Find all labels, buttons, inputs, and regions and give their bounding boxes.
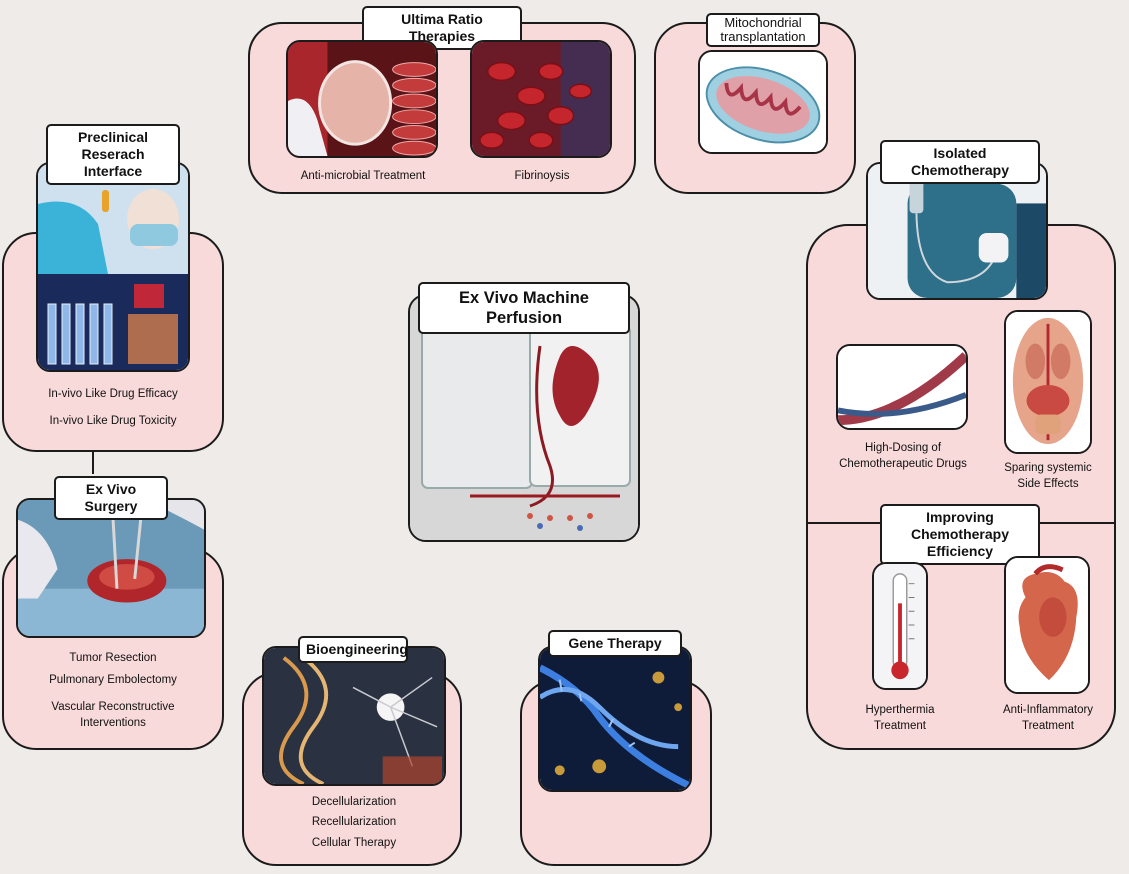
- connector-line: [92, 452, 94, 474]
- pulmonary-embolectomy-label: Pulmonary Embolectomy: [49, 674, 177, 686]
- bioengineering-image: [262, 646, 446, 786]
- dna-helix-image: [538, 646, 692, 792]
- drug-efficacy-label: In-vivo Like Drug Efficacy: [48, 388, 178, 400]
- blood-cells-image: [470, 40, 612, 158]
- fibrinoysis-label: Fibrinoysis: [514, 170, 570, 182]
- vascular-interventions-label: Vascular Reconstructive Interventions: [51, 701, 175, 729]
- tumor-resection-label: Tumor Resection: [69, 652, 157, 664]
- isolated-chemo-title: Isolated Chemotherapy: [880, 140, 1040, 184]
- ex-vivo-surgery-title: Ex Vivo Surgery: [54, 476, 168, 520]
- cellular-therapy-label: Cellular Therapy: [311, 837, 397, 849]
- mitochondrial-title: Mitochondrial transplantation: [706, 13, 820, 47]
- gene-therapy-title: Gene Therapy: [548, 630, 682, 657]
- anti-microbial-label: Anti-microbial Treatment: [300, 170, 426, 182]
- surgery-image: [16, 498, 206, 638]
- improving-chemo-title: Improving Chemotherapy Efficiency: [880, 504, 1040, 565]
- chemo-nurse-image: [866, 162, 1048, 300]
- recellularization-label: Recellularization: [311, 816, 397, 828]
- sparing-side-effects-label: Sparing systemic Side Effects: [1004, 462, 1092, 490]
- thermometer-image: [872, 562, 928, 690]
- hyperthermia-label: Hyperthermia Treatment: [865, 704, 935, 732]
- center-title: Ex Vivo Machine Perfusion: [418, 282, 630, 334]
- anatomy-image: [1004, 310, 1092, 454]
- petri-dish-image: [286, 40, 438, 158]
- mitochondrion-image: [698, 50, 828, 154]
- anti-inflammatory-label: Anti-Inflammatory Treatment: [1002, 704, 1094, 732]
- inflamed-heart-image: [1004, 556, 1090, 694]
- preclinical-title: Preclinical Reserach Interface: [46, 124, 180, 185]
- drug-toxicity-label: In-vivo Like Drug Toxicity: [49, 415, 177, 427]
- decellularization-label: Decellularization: [311, 796, 397, 808]
- bioengineering-title: Bioengineering: [298, 636, 408, 663]
- dosing-curve-image: [836, 344, 968, 430]
- lab-research-image: [36, 162, 190, 372]
- high-dosing-label: High-Dosing of Chemotherapeutic Drugs: [839, 442, 967, 470]
- machine-perfusion-image: [408, 294, 640, 542]
